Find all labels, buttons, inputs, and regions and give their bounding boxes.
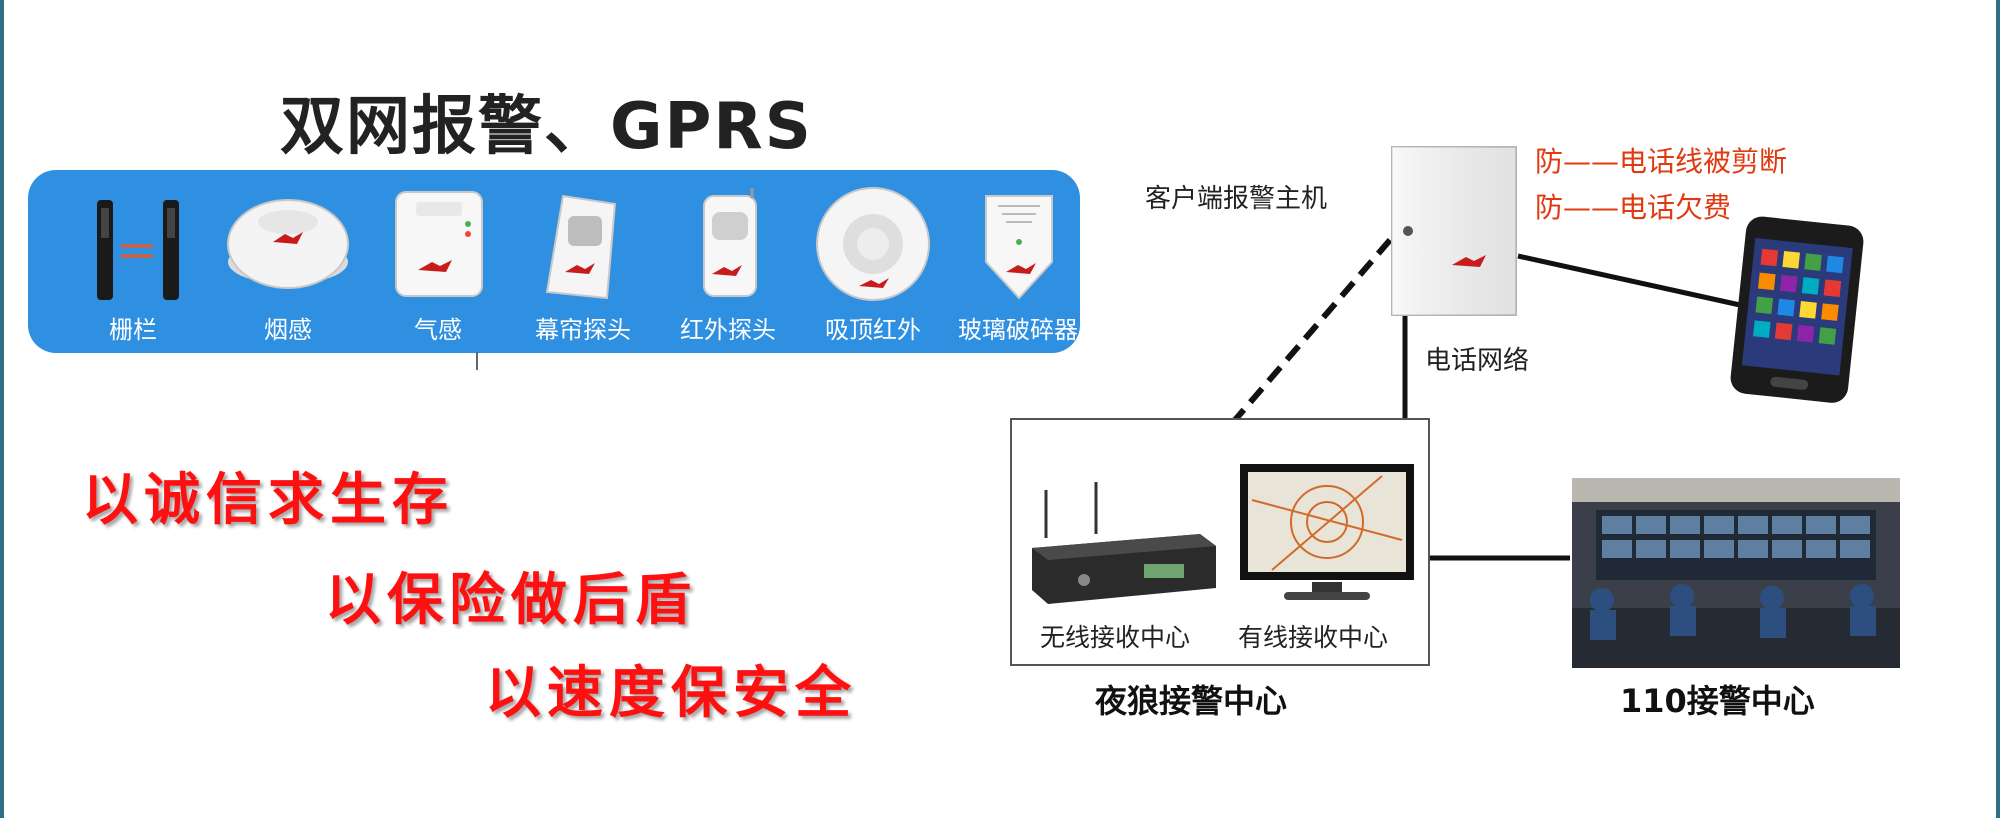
page-title: 双网报警、GPRS xyxy=(280,90,813,164)
police-control-room-icon xyxy=(1572,478,1900,668)
device-infrared: 红外探头 xyxy=(658,170,798,353)
device-label: 玻璃破碎器 xyxy=(958,316,1078,344)
device-panel: 栅栏 烟感 气感 幕帘探头 xyxy=(28,170,1080,353)
device-ceiling-infrared: 吸顶红外 xyxy=(803,170,943,353)
curtain-sensor-icon xyxy=(545,194,617,300)
device-glass-break: 玻璃破碎器 xyxy=(948,170,1088,353)
fence-beam-icon xyxy=(97,200,179,300)
right-frame-border xyxy=(1996,0,2000,818)
slogan-3: 以速度保安全 xyxy=(485,661,857,726)
device-label: 栅栏 xyxy=(109,316,157,344)
slogan-1: 以诚信求生存 xyxy=(82,468,454,533)
alarm-host-box-icon xyxy=(1391,146,1517,316)
host-label: 客户端报警主机 xyxy=(1145,184,1328,214)
device-fence: 栅栏 xyxy=(63,170,203,353)
device-label: 烟感 xyxy=(264,316,312,344)
infrared-sensor-icon xyxy=(703,188,757,297)
left-frame-border xyxy=(0,0,4,818)
wired-receiver-monitor-icon xyxy=(1240,464,1414,600)
slogan-2: 以保险做后盾 xyxy=(325,568,697,633)
receiving-center-box: 无线接收中心 有线接收中心 xyxy=(1010,418,1430,666)
smoke-detector-icon xyxy=(227,199,349,289)
device-label: 吸顶红外 xyxy=(825,316,921,344)
device-gas: 气感 xyxy=(368,170,508,353)
device-label: 气感 xyxy=(414,316,462,344)
device-label: 红外探头 xyxy=(680,316,776,344)
police-center-name: 110接警中心 xyxy=(1620,682,1815,720)
protection-line-cut: 防——电话线被剪断 xyxy=(1535,145,1788,178)
wireless-center-label: 无线接收中心 xyxy=(1040,623,1191,652)
phone-network-label: 电话网络 xyxy=(1425,346,1530,376)
glass-break-detector-icon xyxy=(985,195,1053,300)
protection-phone-arrears: 防——电话欠费 xyxy=(1535,191,1732,224)
divider-tick xyxy=(476,352,478,370)
gas-detector-icon xyxy=(395,191,483,297)
mobile-phone-icon xyxy=(1730,216,1864,403)
receiving-center-name: 夜狼接警中心 xyxy=(1095,682,1288,720)
device-label: 幕帘探头 xyxy=(535,316,631,344)
device-curtain: 幕帘探头 xyxy=(513,170,653,353)
ceiling-infrared-icon xyxy=(816,187,930,301)
gprs-dashed-link xyxy=(1232,238,1393,422)
wired-center-label: 有线接收中心 xyxy=(1238,623,1389,652)
mobile-link xyxy=(1517,253,1741,308)
wireless-receiver-icon xyxy=(1032,482,1216,604)
device-smoke: 烟感 xyxy=(218,170,358,353)
